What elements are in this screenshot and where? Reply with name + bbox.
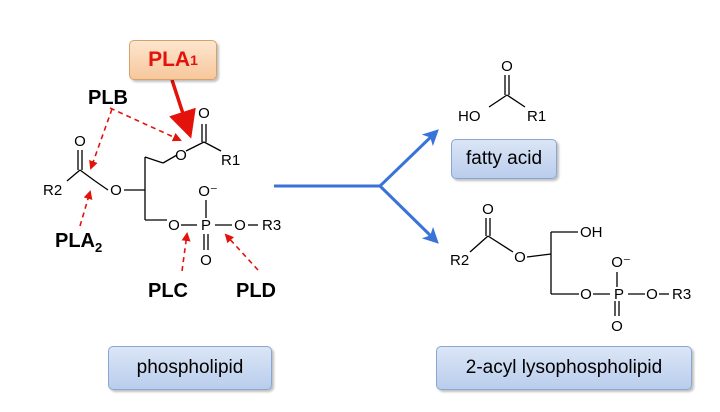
atom-o: O	[482, 201, 494, 218]
atom-o: O	[580, 286, 592, 303]
atom-o: O	[198, 105, 210, 122]
atom-p: P	[201, 217, 211, 234]
atom-ho: HO	[458, 108, 481, 125]
pla1-label: PLA	[148, 48, 191, 71]
atom-o: O	[74, 133, 86, 150]
phospholipid-atoms: O O R1 O O R2 O P O⁻ O O R3	[43, 105, 281, 269]
atom-r2: R2	[43, 182, 62, 199]
plb-arrows	[79, 107, 259, 272]
atom-o: O	[200, 252, 212, 269]
lysophospholipid-box: 2-acyl lysophospholipid	[436, 346, 692, 390]
atom-r3: R3	[262, 217, 281, 234]
atom-o: O	[234, 217, 246, 234]
fatty-acid-structure	[488, 75, 526, 108]
plc-label: PLC	[148, 280, 188, 302]
fatty-acid-label: fatty acid	[465, 148, 543, 169]
atom-o: O	[514, 249, 526, 266]
lysophospholipid-label: 2-acyl lysophospholipid	[465, 357, 663, 378]
lysophospholipid-structure	[469, 218, 669, 316]
atom-oh: OH	[580, 224, 603, 241]
reaction-arrow	[274, 129, 439, 244]
atom-r3: R3	[672, 286, 691, 303]
atom-o: O	[501, 58, 513, 75]
atom-o-minus: O⁻	[611, 254, 631, 271]
atom-o: O	[168, 217, 180, 234]
atom-p: P	[614, 286, 624, 303]
phospholipid-box: phospholipid	[108, 346, 272, 390]
pla1-subscript: 1	[190, 52, 198, 68]
atom-o-minus: O⁻	[198, 183, 218, 200]
atom-r1: R1	[221, 152, 240, 169]
pla1-arrow	[169, 79, 196, 139]
pla2-label: PLA2	[55, 230, 102, 255]
atom-r2: R2	[450, 252, 469, 269]
atom-o: O	[110, 182, 122, 199]
fatty-acid-box: fatty acid	[451, 139, 557, 179]
atom-r1: R1	[527, 108, 546, 125]
atom-o: O	[646, 286, 658, 303]
phospholipid-label: phospholipid	[136, 357, 244, 378]
atom-o: O	[611, 318, 623, 335]
phospholipid-structure	[66, 124, 258, 250]
plb-label: PLB	[88, 87, 128, 109]
pld-label: PLD	[236, 280, 276, 302]
atom-o: O	[175, 147, 187, 164]
